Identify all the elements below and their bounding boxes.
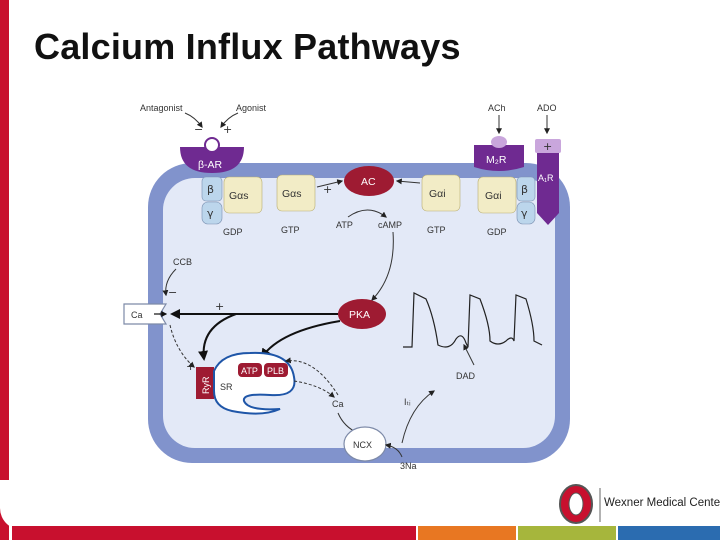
ca-channel-label: Ca bbox=[131, 310, 143, 320]
g-beta-right bbox=[516, 176, 536, 202]
iti-arrow bbox=[401, 390, 435, 444]
osu-block-o-logo bbox=[559, 484, 601, 524]
beta-ar-label: β-AR bbox=[198, 159, 223, 171]
sodium-label: 3Na bbox=[400, 461, 417, 471]
logo-text: Wexner Medical Center bbox=[604, 497, 720, 509]
g-alpha-i-left-label: Gαi bbox=[429, 188, 446, 200]
camp-to-pka-arrow bbox=[371, 231, 394, 301]
dad-label: DAD bbox=[456, 371, 476, 381]
gtp-left-label: GTP bbox=[281, 225, 300, 235]
stripe-blue bbox=[618, 526, 720, 540]
g-alpha-i-left bbox=[421, 174, 461, 212]
ca-channel bbox=[123, 303, 168, 325]
g-alpha-i-right-label: Gαi bbox=[485, 190, 502, 202]
antagonist-sign: − bbox=[194, 123, 203, 136]
ado-label: ADO bbox=[537, 103, 557, 113]
ach-bound-site bbox=[491, 136, 507, 148]
g-alpha-s-left bbox=[223, 176, 263, 214]
action-potential-trace bbox=[403, 292, 543, 348]
accent-bar bbox=[0, 0, 9, 540]
agonist-label: Agonist bbox=[236, 103, 267, 113]
gdp-left-label: GDP bbox=[223, 227, 243, 237]
plb-label: PLB bbox=[267, 366, 284, 376]
ac-label: AC bbox=[361, 176, 376, 188]
accent-bar-curve bbox=[0, 480, 22, 530]
gtp-right-label: GTP bbox=[427, 225, 446, 235]
ado-bound-site bbox=[535, 139, 561, 153]
ryr-label: RyR bbox=[201, 376, 211, 394]
agonist-sign: + bbox=[223, 123, 232, 136]
stripe-green bbox=[518, 526, 616, 540]
atp-label: ATP bbox=[336, 220, 353, 230]
g-alpha-s-right bbox=[276, 174, 316, 212]
camp-label: cAMP bbox=[378, 220, 402, 230]
ccb-arrow bbox=[162, 268, 177, 297]
ryr-sign: + bbox=[186, 360, 195, 373]
pka-to-ryr-arrow bbox=[198, 313, 237, 361]
stripe-red bbox=[12, 526, 416, 540]
a1r-receptor bbox=[537, 151, 559, 225]
g-alpha-i-right bbox=[477, 176, 517, 214]
pka-ca-sign: + bbox=[215, 300, 224, 313]
gas-ac-sign: + bbox=[323, 183, 332, 196]
antagonist-label: Antagonist bbox=[140, 103, 183, 113]
a1r-label: A₁R bbox=[538, 173, 554, 183]
g-alpha-s-left-label: Gαs bbox=[229, 190, 249, 202]
g-gamma-right-label: γ bbox=[521, 207, 528, 220]
na-influx-arrow bbox=[384, 442, 403, 458]
footer-color-stripe bbox=[12, 526, 720, 540]
adenylyl-cyclase bbox=[344, 166, 394, 196]
pka-to-plb-arrow bbox=[260, 320, 341, 359]
ca-release-arrow bbox=[293, 380, 335, 398]
sr-label: SR bbox=[220, 382, 233, 392]
ccb-sign: − bbox=[168, 286, 177, 299]
g-gamma-left-label: γ bbox=[207, 207, 214, 220]
protein-kinase-a bbox=[338, 299, 386, 329]
g-beta-left bbox=[201, 176, 223, 202]
g-beta-left-label: β bbox=[207, 183, 214, 196]
serca-pump bbox=[238, 363, 262, 377]
calcium-pathway-diagram: Antagonist Agonist − + β-AR ACh ADO M₂R … bbox=[123, 103, 570, 471]
gai-to-ac-arrow bbox=[395, 178, 421, 185]
phospholamban bbox=[264, 363, 288, 377]
m2r-receptor bbox=[474, 145, 524, 171]
gdp-right-label: GDP bbox=[487, 227, 507, 237]
g-alpha-s-right-label: Gαs bbox=[282, 188, 302, 200]
beta-ar-receptor bbox=[180, 147, 244, 173]
cytosolic-ca-label: Ca bbox=[332, 399, 344, 409]
stripe-orange bbox=[418, 526, 516, 540]
dad-arrow bbox=[463, 343, 475, 366]
ccb-label: CCB bbox=[173, 257, 192, 267]
atp-to-camp-arrow bbox=[347, 209, 387, 218]
iti-label: Iₜᵢ bbox=[404, 397, 411, 407]
ach-label: ACh bbox=[488, 103, 506, 113]
antagonist-arrow bbox=[184, 112, 203, 128]
ncx-label: NCX bbox=[353, 440, 372, 450]
serca-label: ATP bbox=[241, 366, 258, 376]
g-beta-right-label: β bbox=[521, 183, 528, 196]
ryanodine-receptor bbox=[196, 367, 214, 399]
m2r-label: M₂R bbox=[486, 154, 507, 166]
g-gamma-right bbox=[516, 201, 536, 225]
slide-title: Calcium Influx Pathways bbox=[34, 26, 461, 67]
g-gamma-left bbox=[201, 201, 223, 225]
pka-label: PKA bbox=[349, 309, 370, 321]
ca-to-ryr-arrow bbox=[169, 324, 195, 368]
ca-reuptake-arrow bbox=[284, 357, 339, 396]
ado-sign: + bbox=[543, 140, 552, 153]
agonist-bound-site bbox=[204, 137, 220, 153]
gas-to-ac-arrow bbox=[316, 179, 344, 188]
agonist-arrow bbox=[220, 112, 239, 128]
